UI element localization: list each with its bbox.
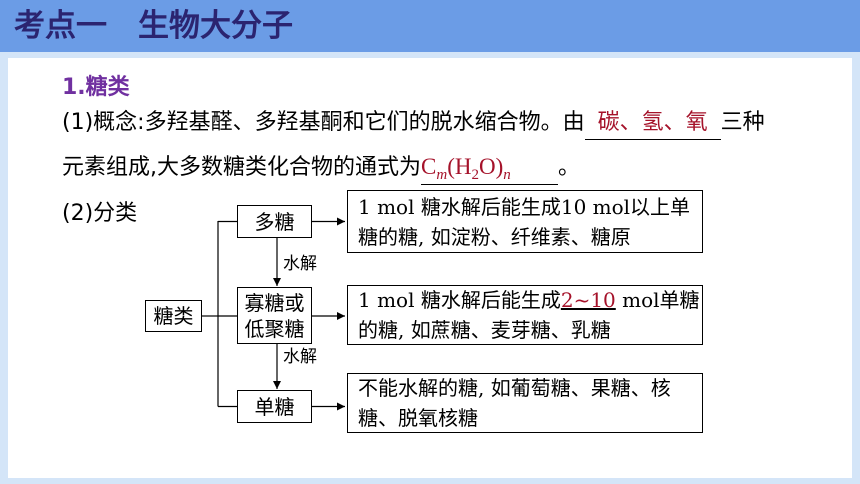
monosaccharide-box: 单糖: [237, 390, 312, 423]
oligosaccharide-answer-range: 2~10: [560, 288, 616, 312]
formula-2: 2: [471, 167, 479, 183]
oligosaccharide-desc-pre: 1 mol 糖水解后能生成: [358, 288, 561, 312]
concept-line-2-tail: 。: [558, 155, 581, 180]
polysaccharide-desc-line-1: 1 mol 糖水解后能生成10 mol以上单: [358, 194, 691, 219]
answer-elements: 碳、氢、氧: [597, 110, 708, 135]
page-title: 考点一 生物大分子: [14, 8, 293, 44]
formula-o: O): [478, 154, 504, 179]
general-formula: Cm(H2O)n: [421, 154, 511, 183]
concept-tail: 三种: [720, 110, 765, 135]
concept-text-2: 元素组成,大多数糖类化合物的通式为: [62, 155, 421, 180]
hydrolysis-label-1: 水解: [283, 254, 317, 274]
oligosaccharide-label-line-2: 低聚糖: [244, 316, 305, 341]
concept-text: (1)概念:多羟基醛、多羟基酮和它们的脱水缩合物。由: [62, 110, 585, 135]
section-heading: 1.糖类: [62, 75, 130, 100]
formula-h: (H: [447, 154, 472, 179]
oligosaccharide-desc-post: mol单糖: [615, 288, 700, 312]
oligosaccharide-description-box: 1 mol 糖水解后能生成2~10 mol单糖 的糖, 如蔗糖、麦芽糖、乳糖: [347, 285, 703, 345]
root-box: 糖类: [145, 300, 202, 332]
concept-line-2: 元素组成,大多数糖类化合物的通式为Cm(H2O)n 。: [62, 153, 580, 185]
polysaccharide-label: 多糖: [254, 209, 295, 234]
oligosaccharide-desc-line-2: 的糖, 如蔗糖、麦芽糖、乳糖: [358, 318, 611, 342]
polysaccharide-desc-line-2: 糖的糖, 如淀粉、纤维素、糖原: [358, 224, 631, 249]
header-bar: 考点一 生物大分子: [0, 0, 860, 52]
monosaccharide-desc-line-1: 不能水解的糖, 如葡萄糖、果糖、核: [358, 376, 671, 400]
monosaccharide-description-box: 不能水解的糖, 如葡萄糖、果糖、核 糖、脱氧核糖: [347, 373, 703, 433]
hydrolysis-label-2: 水解: [283, 347, 317, 367]
oligosaccharide-desc-line-1: 1 mol 糖水解后能生成2~10 mol单糖: [358, 285, 702, 315]
monosaccharide-desc-line-2: 糖、脱氧核糖: [358, 406, 478, 430]
classification-label: (2)分类: [62, 201, 138, 226]
answer-blank-formula: Cm(H2O)n: [421, 155, 558, 185]
oligosaccharide-box: 寡糖或 低聚糖: [237, 287, 312, 344]
concept-line-1: (1)概念:多羟基醛、多羟基酮和它们的脱水缩合物。由碳、氢、氧三种: [62, 108, 765, 140]
formula-n: n: [503, 167, 511, 183]
formula-c: C: [421, 154, 437, 179]
polysaccharide-description-box: 1 mol 糖水解后能生成10 mol以上单 糖的糖, 如淀粉、纤维素、糖原: [347, 190, 703, 253]
oligosaccharide-label-line-1: 寡糖或: [244, 290, 305, 315]
formula-m: m: [436, 167, 448, 183]
root-label: 糖类: [153, 304, 194, 328]
polysaccharide-box: 多糖: [237, 205, 312, 238]
answer-blank-elements: 碳、氢、氧: [584, 110, 721, 140]
monosaccharide-label: 单糖: [254, 394, 295, 419]
